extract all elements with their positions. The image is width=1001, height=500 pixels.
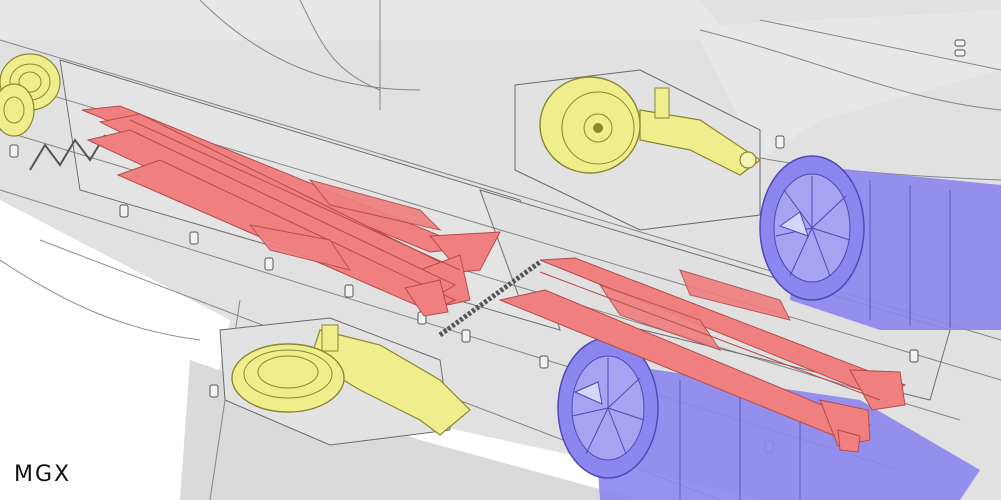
nose-gear — [0, 53, 61, 137]
lower-engine — [557, 337, 980, 500]
missile-icon — [81, 105, 907, 453]
upper-engine — [759, 155, 1001, 330]
landing-gear-icon — [0, 53, 762, 436]
missile-rear-2 — [498, 289, 872, 453]
main-gear-lower — [231, 324, 471, 436]
main-gear-upper — [539, 76, 762, 176]
mgx-logo: MGX — [14, 462, 72, 487]
missile-rear-1 — [539, 257, 907, 411]
engine-icon — [557, 155, 1001, 500]
